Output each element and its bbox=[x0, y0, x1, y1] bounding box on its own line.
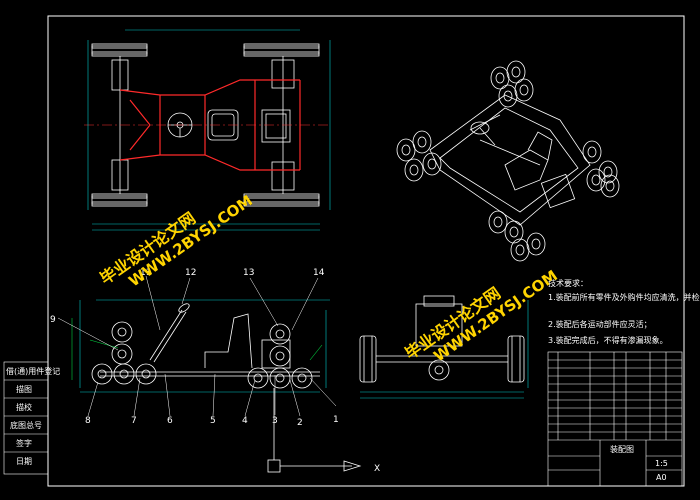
part-number: 12 bbox=[185, 268, 196, 278]
side-view-dimensions bbox=[79, 299, 330, 393]
side-front-wheel-upper bbox=[111, 321, 133, 343]
title-block bbox=[547, 351, 683, 487]
seat-top bbox=[207, 109, 239, 141]
part-numbers: 1 2 3 4 5 6 7 8 9 11 12 13 14 bbox=[50, 268, 339, 428]
rear-left-wheel-top bbox=[243, 43, 320, 57]
margin-label: 描图 bbox=[16, 384, 32, 394]
part-number: 2 bbox=[297, 418, 303, 428]
side-rear-wheel-lower bbox=[247, 367, 269, 389]
part-number: 7 bbox=[131, 416, 137, 426]
front-view bbox=[359, 295, 525, 383]
drawing-scale: 1:5 bbox=[655, 459, 668, 468]
rear-right-wheel-top bbox=[243, 193, 320, 207]
front-left-wheel-top bbox=[91, 43, 148, 57]
front-right-wheel bbox=[507, 335, 525, 383]
axis-label: X bbox=[374, 464, 380, 474]
iso-seat bbox=[504, 149, 549, 191]
iso-engine bbox=[540, 173, 576, 209]
iso-frame bbox=[429, 94, 591, 226]
side-seat bbox=[204, 313, 253, 369]
part-number: 3 bbox=[272, 416, 278, 426]
part-number: 8 bbox=[85, 416, 91, 426]
iso-wheel-back-left bbox=[490, 60, 534, 108]
part-number: 14 bbox=[313, 268, 325, 278]
side-rear-wheel-upper bbox=[269, 323, 291, 345]
side-steering-column bbox=[149, 309, 183, 361]
margin-label: 签字 bbox=[16, 438, 32, 448]
front-engine bbox=[415, 303, 463, 347]
drawing-title: 装配图 bbox=[610, 444, 634, 454]
left-margin-table bbox=[3, 361, 49, 475]
margin-label: 描校 bbox=[16, 402, 32, 412]
left-margin-labels: 借(通)用件登记 描图 描校 底图总号 签字 日期 bbox=[6, 366, 60, 466]
margin-label: 底图总号 bbox=[10, 420, 42, 430]
tech-note-2: 2.装配后各运动部件应灵活； bbox=[548, 319, 652, 329]
part-leaders bbox=[57, 275, 337, 417]
tech-note-3: 3.装配完成后，不得有渗漏现象。 bbox=[548, 335, 668, 345]
front-left-wheel bbox=[359, 335, 377, 383]
drawing-border bbox=[47, 15, 685, 487]
iso-wheel-back-right bbox=[582, 140, 620, 198]
side-engine bbox=[261, 339, 291, 369]
margin-label: 日期 bbox=[16, 457, 32, 466]
tech-note-1: 1.装配前所有零件及外购件均应清洗，并检查合格； bbox=[548, 292, 700, 302]
part-number: 6 bbox=[167, 416, 173, 426]
part-number: 1 bbox=[333, 415, 339, 425]
front-view-dimensions bbox=[360, 300, 529, 399]
part-number: 11 bbox=[140, 268, 151, 278]
sheet-size: A0 bbox=[656, 473, 667, 482]
iso-wheel-front-left bbox=[396, 130, 442, 182]
margin-label: 借(通)用件登记 bbox=[6, 366, 60, 376]
side-view bbox=[91, 303, 320, 389]
tech-notes-heading: 技术要求： bbox=[548, 278, 588, 288]
part-number: 5 bbox=[210, 416, 216, 426]
part-number: 13 bbox=[243, 268, 254, 278]
top-view-dimensions bbox=[87, 29, 331, 231]
part-number: 9 bbox=[50, 315, 56, 325]
technical-notes: 技术要求： 1.装配前所有零件及外购件均应清洗，并检查合格； 2.装配后各运动部… bbox=[548, 278, 700, 345]
isometric-view bbox=[396, 60, 620, 262]
engine-top bbox=[261, 109, 291, 143]
side-front-wheel-lower bbox=[91, 363, 113, 385]
part-number: 4 bbox=[242, 416, 248, 426]
side-view-green-leaders bbox=[71, 318, 323, 380]
iso-wheel-front-right bbox=[488, 210, 546, 262]
axis-symbol bbox=[267, 388, 362, 473]
front-right-wheel-top bbox=[91, 193, 148, 207]
